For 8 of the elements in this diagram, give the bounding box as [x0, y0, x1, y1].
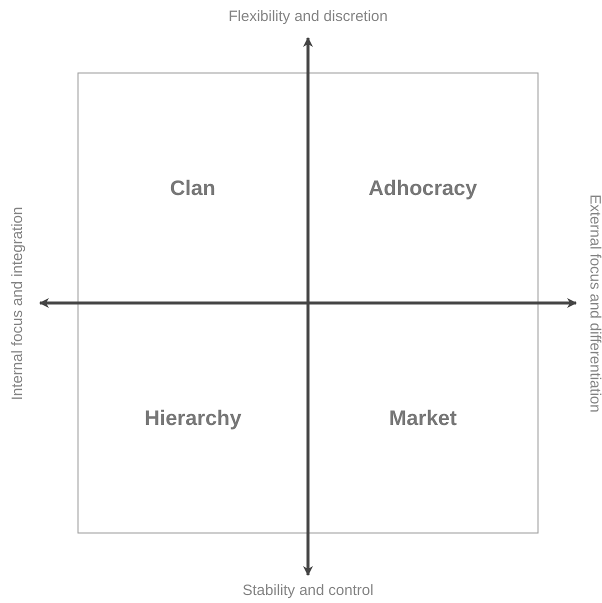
quadrant-label: Adhocracy	[368, 178, 478, 198]
axis-label: Flexibility and discretion	[228, 8, 388, 24]
quadrant-label: Hierarchy	[144, 408, 242, 428]
axis-label: Internal focus and integration	[10, 206, 25, 400]
quadrant-label: Market	[389, 408, 457, 428]
quadrant-label: Clan	[170, 178, 216, 198]
axis-label: External focus and differentiation	[588, 194, 602, 412]
axis-label: Stability and control	[242, 582, 374, 598]
